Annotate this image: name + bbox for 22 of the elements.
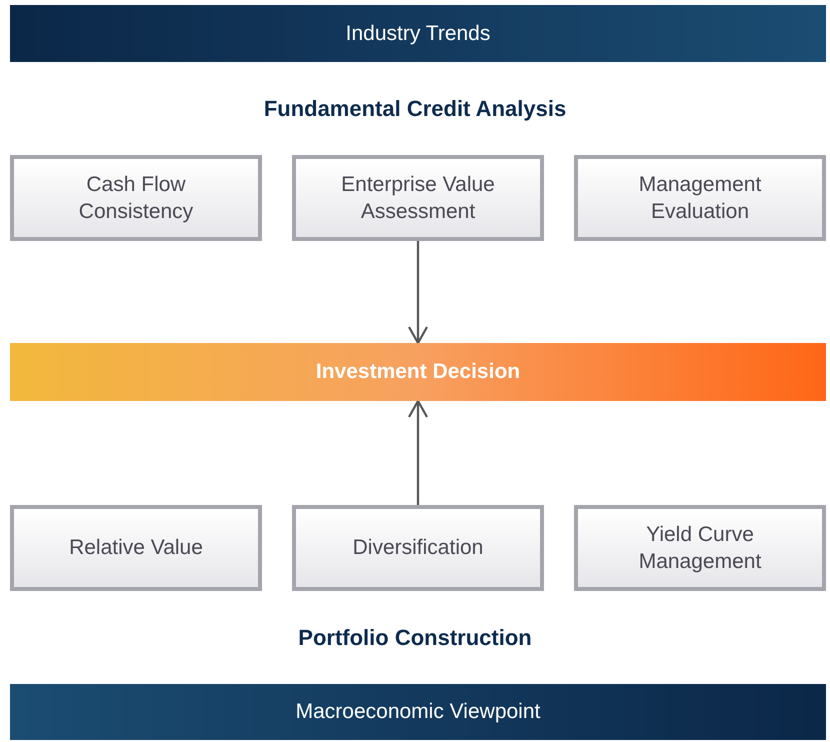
process-box [292,505,544,591]
arrow [408,400,428,505]
title-band [10,5,826,62]
node-text: Macroeconomic Viewpoint [294,699,542,726]
process-box [574,155,826,241]
process-box [10,155,262,241]
process-box [292,155,544,241]
node-text: Investment Decision [314,359,522,386]
node-text: Relative Value [68,535,204,562]
process-box [574,505,826,591]
node-text: Industry Trends [344,20,492,47]
section-heading: Fundamental Credit Analysis [262,96,568,122]
title-band [10,684,826,740]
node-text: Enterprise Value Assessment [340,172,496,225]
node-text: Yield Curve Management [638,522,762,575]
section-heading: Portfolio Construction [297,625,533,651]
node-text: Diversification [352,535,484,562]
node-text: Cash Flow Consistency [78,172,194,225]
process-box [10,505,262,591]
arrow [408,241,428,344]
node-text: Management Evaluation [638,172,762,225]
decision-band [10,343,826,401]
